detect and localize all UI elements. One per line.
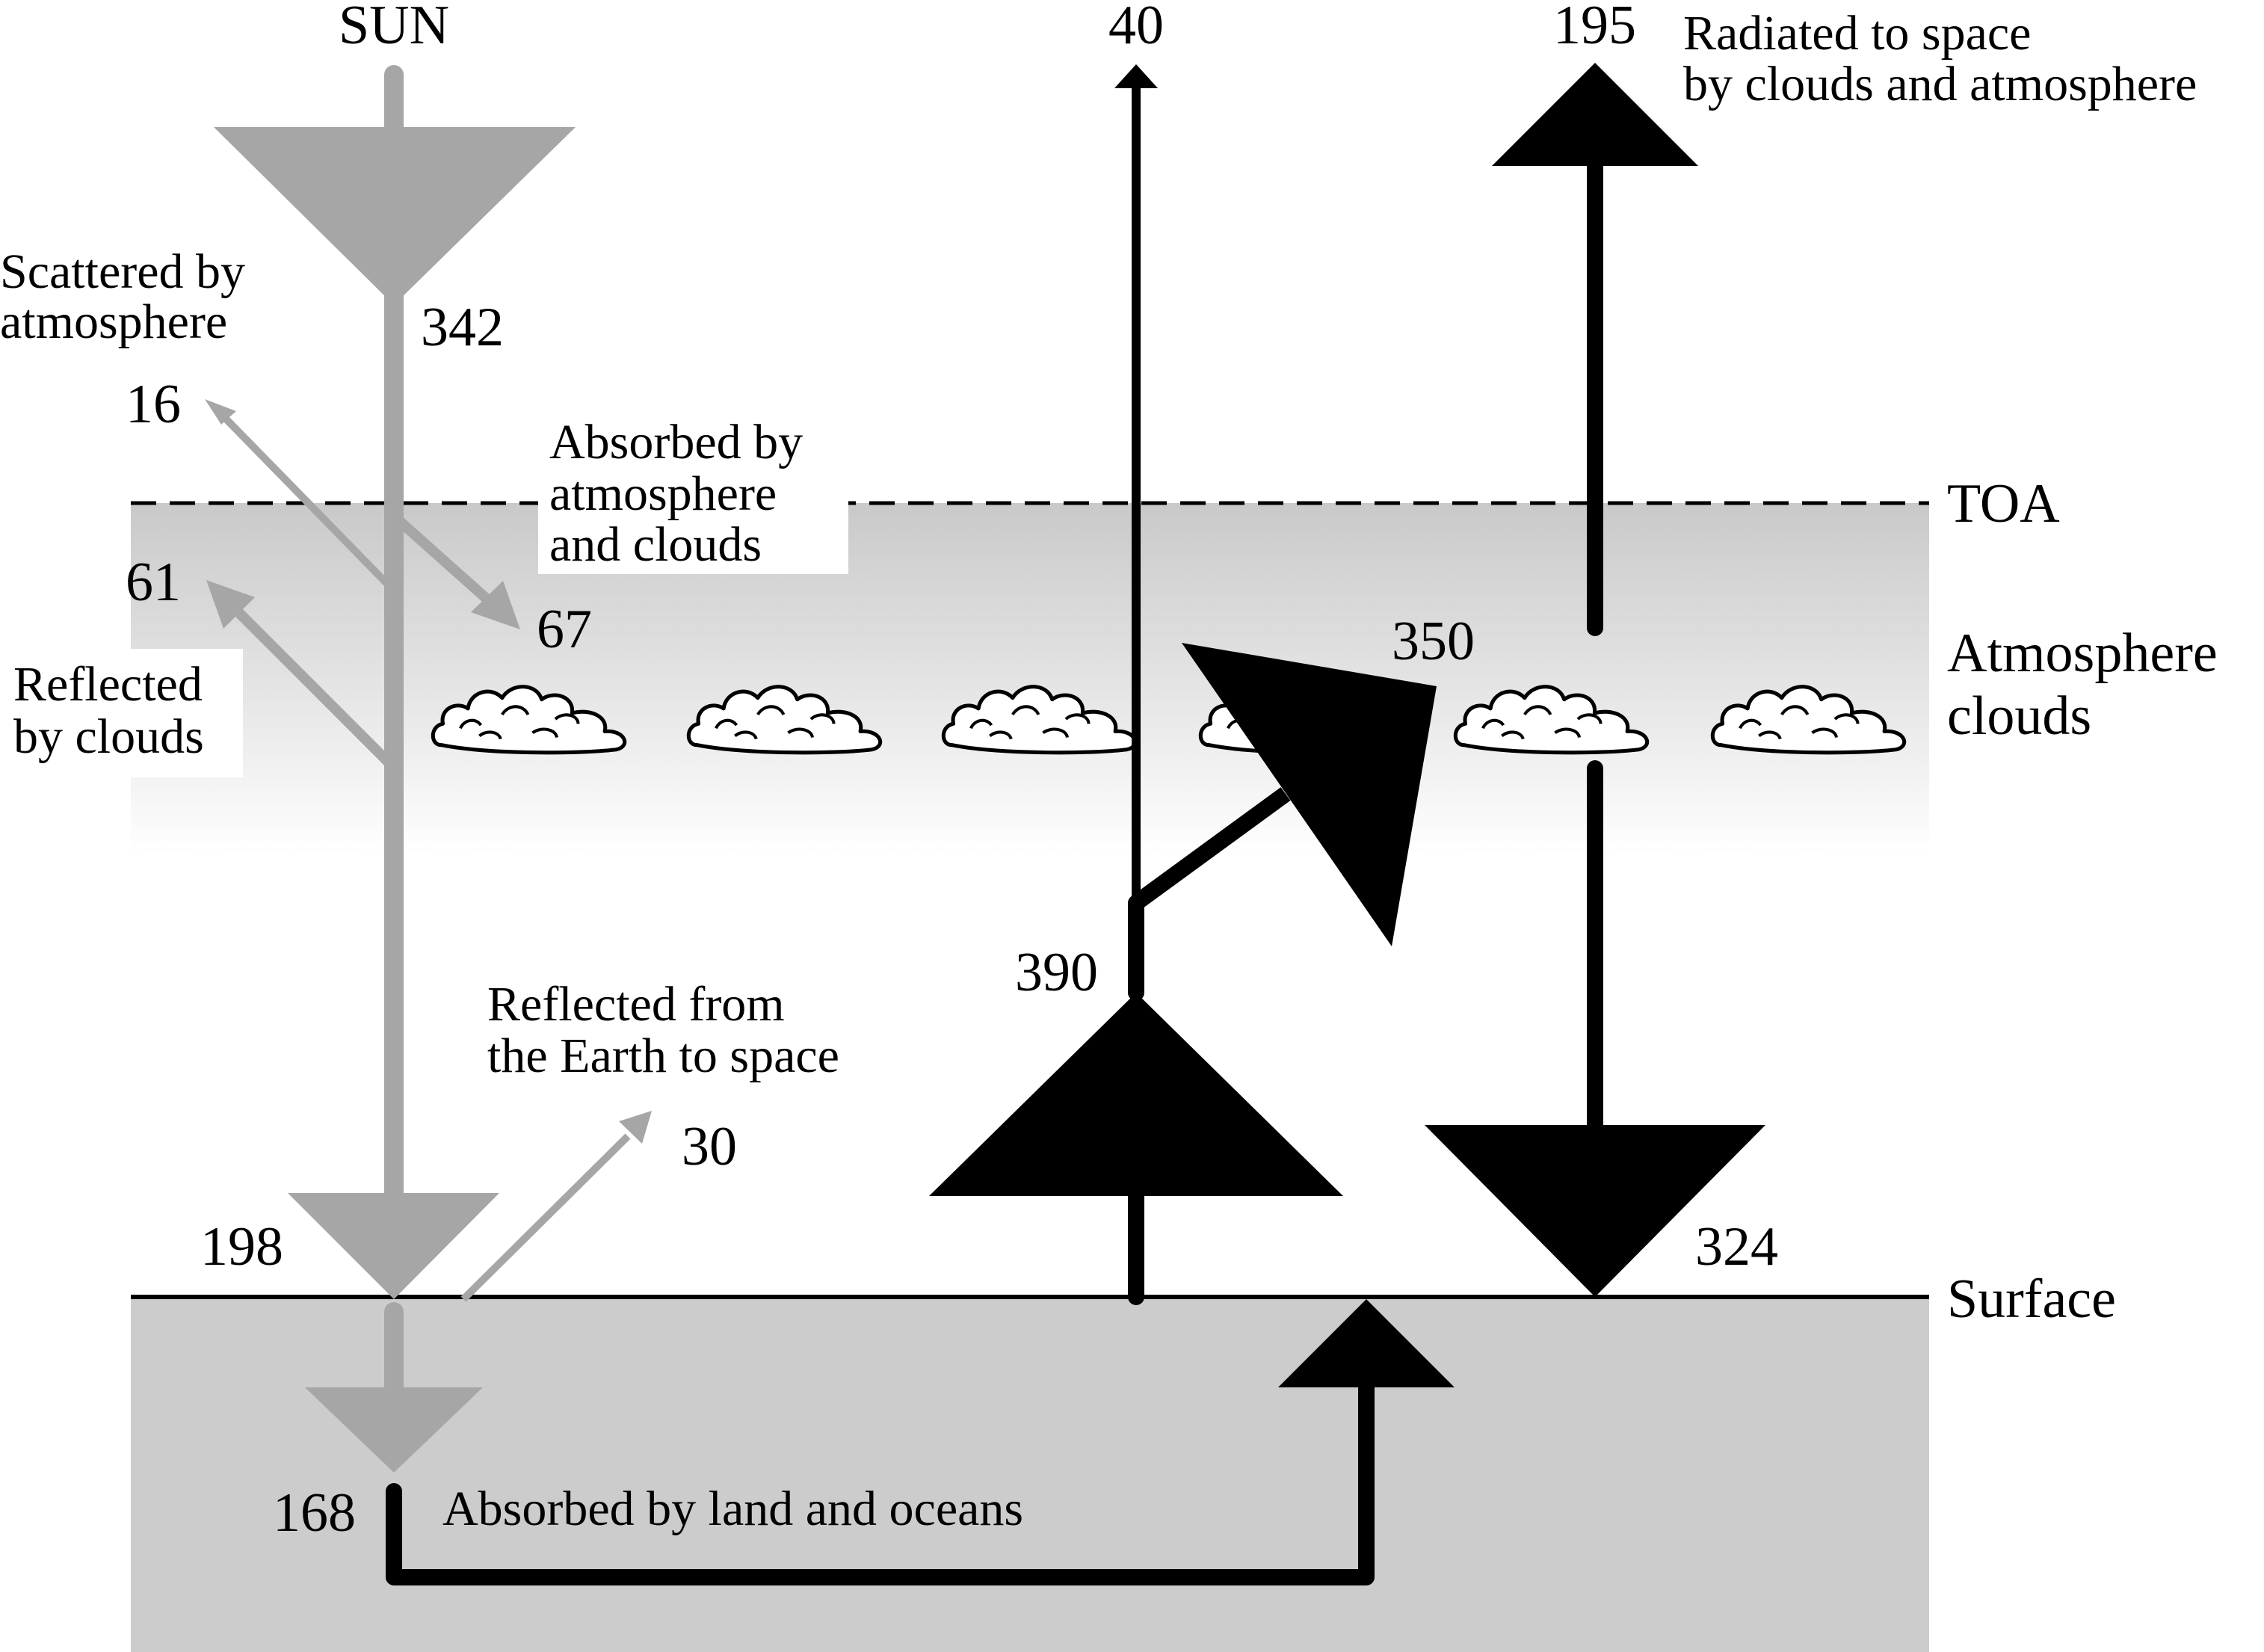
atmosphere-layer [131,503,1929,854]
value-reaching-surface: 198 [200,1216,283,1277]
toa-label: TOA [1947,473,2060,534]
absorbed-land-return-path [386,1375,1375,1585]
value-scattered: 16 [126,374,181,435]
ground-layer [131,1297,1929,1652]
value-back-radiation: 324 [1695,1216,1778,1277]
absorbed-atm-arrowhead [471,581,520,629]
infrared-flows [386,63,1765,1585]
atmosphere-label-line1: Atmosphere [1947,623,2218,684]
reflected-earth-label-line2: the Earth to space [487,1029,839,1083]
sun-label: SUN [339,0,449,56]
absorbed-by-atmosphere-lw-arrowhead [1182,643,1437,946]
absorbed-by-atmosphere-lw-shaft [1131,787,1291,910]
value-radiated-to-space: 195 [1553,0,1636,56]
reflected-earth-label-line1: Reflected from [487,977,785,1032]
reflected-clouds-label-line1: Reflected [13,657,203,712]
value-surface-emission: 390 [1015,942,1098,1003]
surface-solar-arrowhead [288,1193,499,1299]
surface-return-arrowhead [1278,1299,1455,1387]
absorbed-atm-label-bg [538,410,848,574]
absorbed-atm-label-line1: Absorbed by [549,415,803,469]
scattered-label-line2: atmosphere [0,295,227,349]
reflected-clouds-arrowhead [206,580,255,629]
reflected-clouds-label-line2: by clouds [13,709,204,764]
absorbed-by-surface-arrowhead [305,1387,483,1473]
radiated-label-line2: by clouds and atmosphere [1683,57,2197,111]
value-absorbed-surface: 168 [273,1482,356,1544]
value-atmospheric-window: 40 [1108,0,1164,56]
surface-emission-arrowhead [929,993,1343,1196]
value-absorbed-atm: 67 [537,599,592,660]
absorbed-atm-label-line3: and clouds [549,517,762,572]
absorbed-atm-arrow [386,508,490,602]
radiated-label-line1: Radiated to space [1683,6,2031,61]
radiated-to-space-arrowhead [1492,63,1698,166]
reflected-clouds-label-bg [0,649,243,777]
atmosphere-label-line2: clouds [1947,685,2091,747]
scattered-arrowhead [205,399,236,425]
absorbed-land-label: Absorbed by land and oceans [442,1482,1023,1536]
back-radiation-arrowhead [1425,1125,1765,1297]
scattered-label-line1: Scattered by [0,244,245,299]
value-reflected-clouds: 61 [126,552,181,613]
value-reflected-earth: 30 [682,1116,737,1177]
incoming-solar-arrowhead [214,127,576,305]
reflected-earth-arrowhead [619,1111,652,1144]
reflected-earth-arrow [460,1133,631,1302]
value-incoming-solar: 342 [421,297,504,358]
absorbed-atm-label-line2: atmosphere [549,466,777,521]
solar-flows [205,65,652,1473]
surface-label: Surface [1947,1269,2116,1330]
value-absorbed-atm-lw: 350 [1392,611,1475,672]
atmospheric-window-arrowhead [1114,64,1158,88]
scattered-arrow [221,414,392,588]
reflected-clouds-arrow [235,609,392,766]
